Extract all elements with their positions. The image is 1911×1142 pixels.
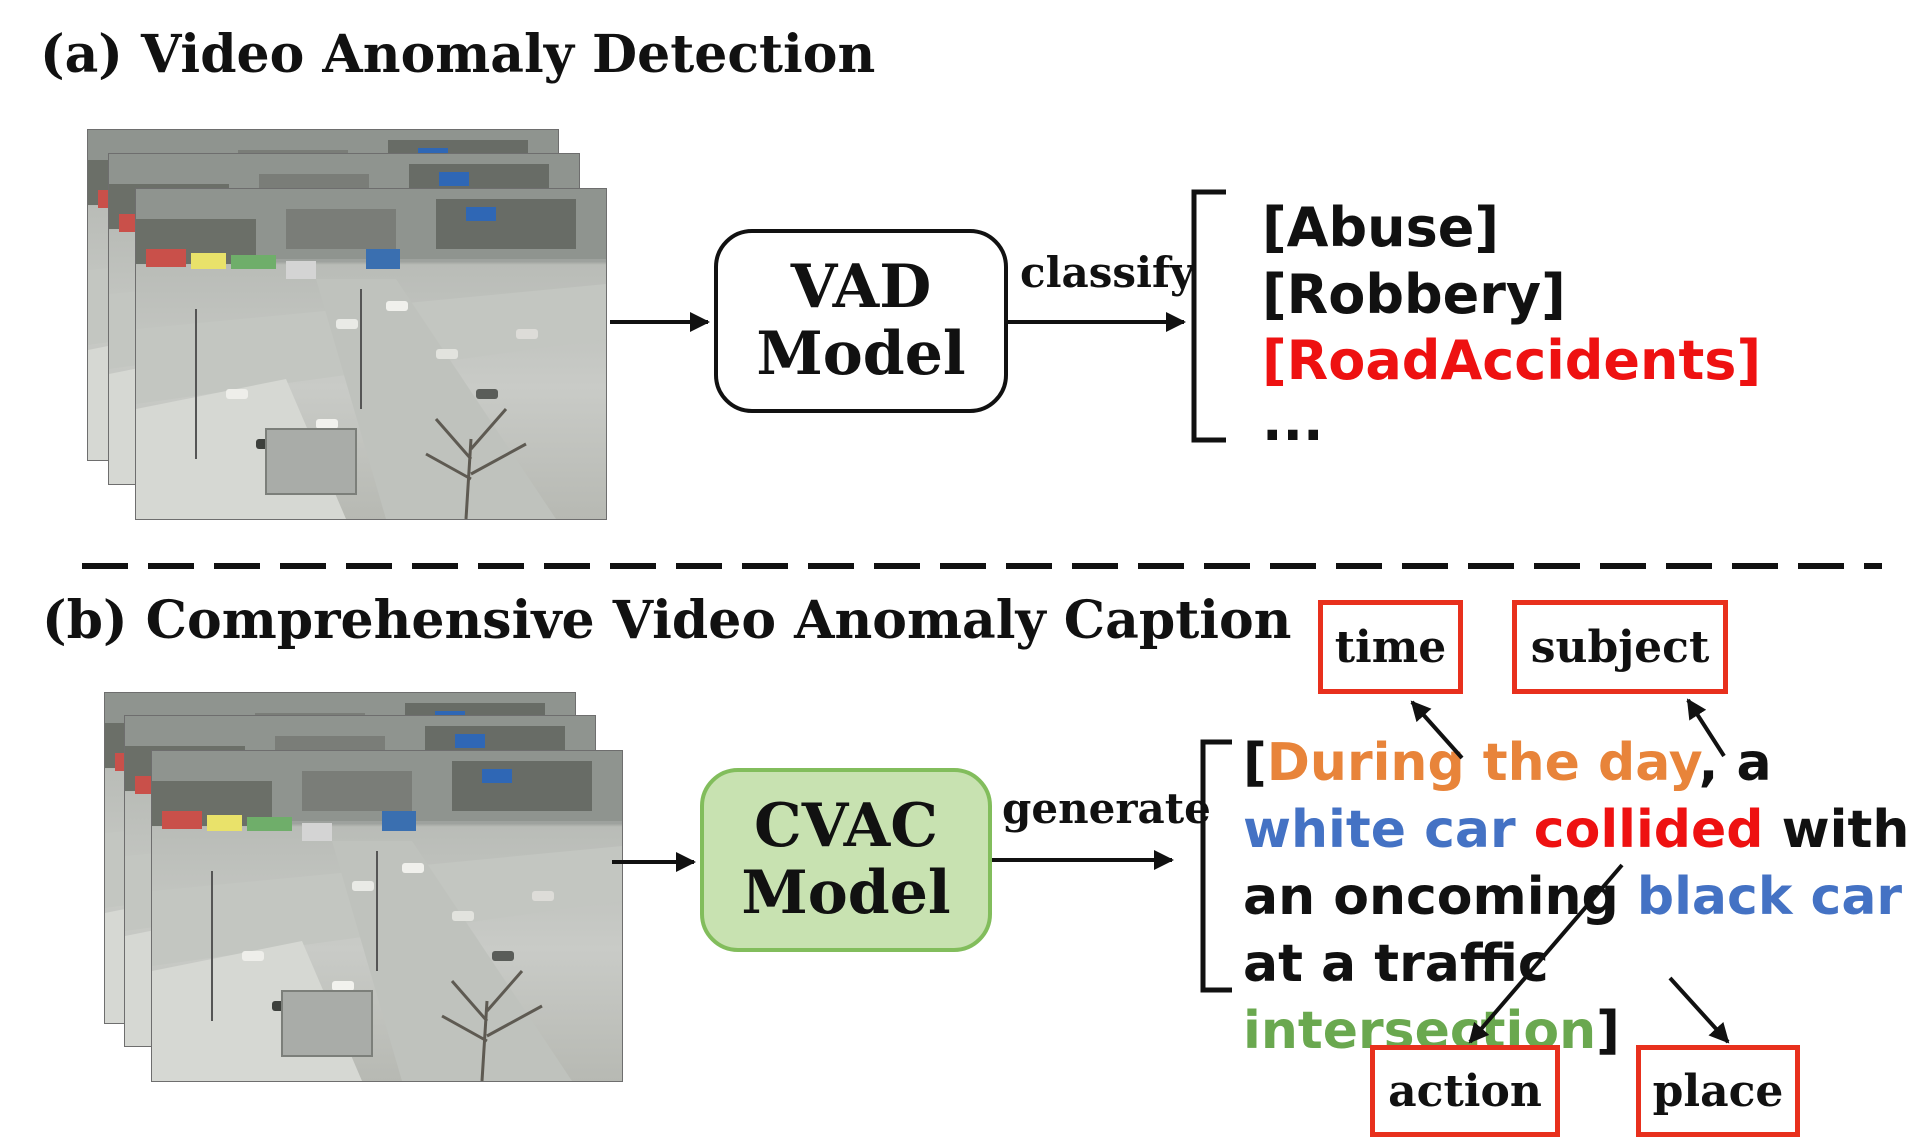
video-frame [135,188,607,520]
caption-segment-plain: with [1763,800,1910,860]
caption-segment-subject: white car [1243,800,1516,860]
video-frame [151,750,623,1082]
cvac-model-line1: CVAC [754,790,938,861]
vad-model-line2: Model [756,319,966,389]
tag-subject: subject [1512,600,1728,694]
caption-segment-plain: ] [1596,1001,1620,1061]
caption-segment-plain: [ [1243,733,1267,793]
caption-segment-plain [1516,800,1534,860]
classes-bracket [1191,189,1226,443]
class-item-road-accidents: [RoadAccidents] [1262,329,1762,392]
caption-line: [During the day, a [1243,730,1903,797]
class-item-abuse: [Abuse] [1262,196,1500,259]
caption-segment-action: collided [1533,800,1764,860]
tag-place: place [1636,1045,1800,1137]
caption-segment-plain: at a traffic [1243,934,1549,994]
caption-line: an oncoming black car [1243,864,1903,931]
caption-line: at a traffic [1243,931,1903,998]
caption-bracket [1200,739,1232,993]
vad-model-box: VAD Model [714,229,1008,413]
caption-segment-time: During the day [1266,733,1699,793]
tag-time: time [1318,600,1463,694]
section-b-title: (b) Comprehensive Video Anomaly Caption [42,590,1292,651]
generate-label: generate [1002,784,1211,833]
vad-model-line1: VAD [790,251,932,322]
caption-segment-subject: black car [1636,867,1903,927]
class-item-robbery: [Robbery] [1262,263,1566,326]
caption-line: white car collided with [1243,797,1909,864]
cvac-model-line2: Model [741,858,951,928]
cvac-model-box: CVAC Model [700,768,992,952]
section-a-title: (a) Video Anomaly Detection [40,24,876,85]
caption-line: intersection] [1243,998,1903,1065]
tag-action: action [1370,1045,1560,1137]
class-item-more: ... [1262,390,1324,453]
section-divider [82,563,1882,569]
classify-label: classify [1020,248,1195,297]
caption-segment-plain: , a [1698,733,1772,793]
caption-segment-plain: an oncoming [1243,867,1637,927]
